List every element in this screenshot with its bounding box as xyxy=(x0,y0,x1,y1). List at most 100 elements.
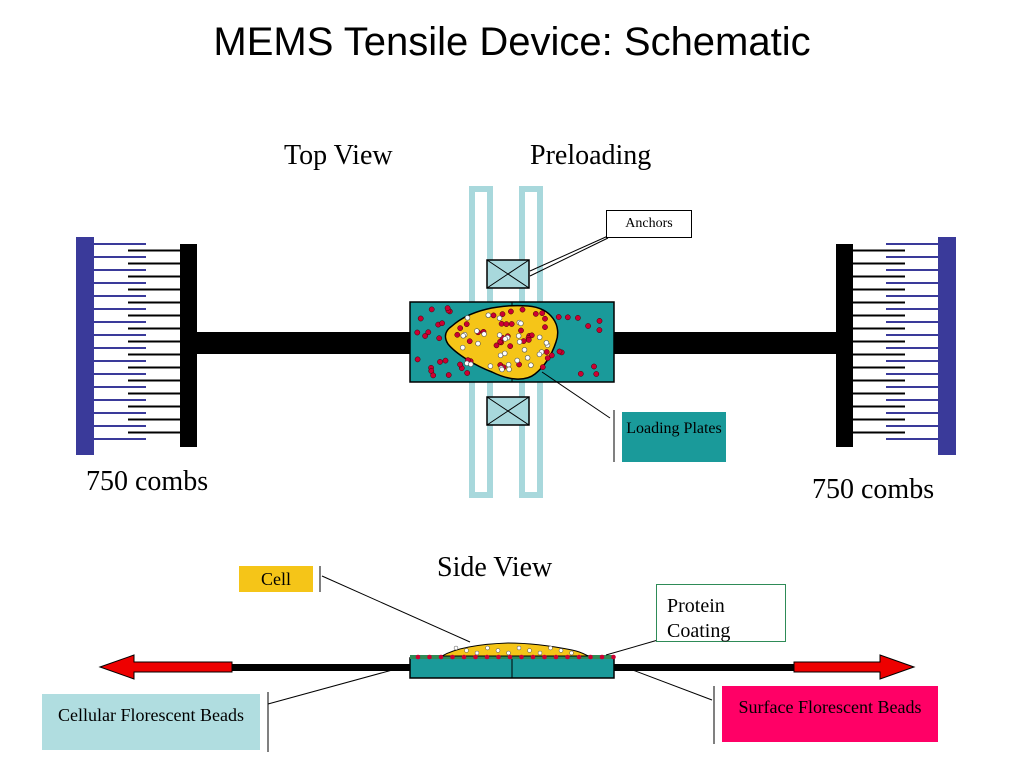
side-surface-bead xyxy=(461,654,467,660)
cell-bead xyxy=(485,312,491,318)
side-cell-bead xyxy=(558,648,564,653)
surface-bead xyxy=(414,356,421,363)
side-view-label: Side View xyxy=(437,552,553,583)
anchors-callout: Anchors xyxy=(606,210,692,238)
surface-bead xyxy=(425,329,432,336)
comb-stator-left xyxy=(76,237,94,455)
surface-bead xyxy=(508,321,515,327)
side-surface-bead xyxy=(565,654,570,660)
cell-bead xyxy=(515,333,522,339)
surface-beads-leader xyxy=(629,668,713,701)
side-cell-bead xyxy=(474,650,480,656)
surface-bead xyxy=(508,308,514,315)
side-surface-bead xyxy=(530,654,536,660)
cell-bead xyxy=(481,331,487,337)
surface-bead xyxy=(503,321,510,327)
side-cell-bead xyxy=(548,645,553,651)
anchors-leader-2 xyxy=(529,237,609,277)
surface-bead xyxy=(577,370,584,377)
surface-bead xyxy=(437,359,443,365)
top-view-label: Top View xyxy=(284,140,393,171)
surface-bead xyxy=(575,315,581,321)
beam-left xyxy=(196,332,412,354)
cell-leader xyxy=(321,575,471,643)
surface-bead xyxy=(464,370,471,376)
anchor-bottom xyxy=(486,396,530,426)
surface-bead xyxy=(444,305,451,311)
side-cell-bead xyxy=(516,645,522,651)
side-surface-bead xyxy=(450,654,455,660)
side-surface-bead xyxy=(519,654,524,660)
cell-callout: Cell xyxy=(239,566,313,592)
side-cell-bead xyxy=(527,648,532,653)
comb-stator-right xyxy=(938,237,956,455)
comb-drive-right xyxy=(853,237,956,455)
surface-bead xyxy=(542,324,548,330)
surface-bead xyxy=(532,311,539,317)
combs-right-label: 750 combs xyxy=(812,474,935,505)
surface-bead xyxy=(519,306,526,313)
side-surface-bead xyxy=(542,654,547,660)
surface-bead xyxy=(544,355,551,361)
surface-bead xyxy=(436,335,443,342)
cellular-beads-callout: Cellular Florescent Beads xyxy=(42,694,260,750)
surface-bead xyxy=(507,343,514,349)
cell-side xyxy=(440,642,589,657)
cell-bead xyxy=(487,363,494,369)
cell-bead xyxy=(496,332,503,338)
cell-bead xyxy=(468,361,474,367)
side-beads xyxy=(415,645,616,660)
surface-bead xyxy=(442,357,449,364)
surface-bead xyxy=(463,321,470,327)
surface-bead xyxy=(454,331,461,338)
cell-bead xyxy=(502,350,508,357)
surface-bead xyxy=(525,337,532,343)
comb-drive-left xyxy=(76,237,180,455)
arrow-right xyxy=(793,654,916,680)
cell-beads xyxy=(460,312,551,373)
anchor-top xyxy=(486,259,530,289)
surface-bead xyxy=(556,348,563,355)
cell-bead xyxy=(536,334,543,340)
side-surface-bead xyxy=(438,654,444,660)
cell-bead xyxy=(514,357,520,364)
cell-bead xyxy=(505,362,512,368)
surface-bead xyxy=(518,327,524,334)
surface-bead xyxy=(414,329,421,336)
surface-bead xyxy=(499,311,506,317)
combs-left-label: 750 combs xyxy=(86,466,209,497)
side-surface-bead xyxy=(415,654,421,660)
arrow-left xyxy=(98,654,233,680)
slide-title: MEMS Tensile Device: Schematic xyxy=(213,20,811,64)
surface-bead xyxy=(548,352,555,359)
surface-bead xyxy=(428,306,435,313)
surface-bead xyxy=(564,314,571,321)
side-cell-bead xyxy=(537,650,543,656)
surface-bead xyxy=(457,325,464,331)
surface-bead xyxy=(417,315,424,322)
side-surface-bead xyxy=(599,654,605,660)
loading-plates xyxy=(409,301,615,383)
cell-bead xyxy=(475,340,481,347)
side-surface-bead xyxy=(553,654,559,660)
surface-bead xyxy=(555,314,562,320)
cell-bead xyxy=(536,351,543,358)
side-surface-bead xyxy=(473,654,478,660)
surface-bead xyxy=(539,310,546,317)
side-surface-bead xyxy=(496,654,501,660)
surface-bead xyxy=(457,361,463,368)
surface-beads-callout: Surface Florescent Beads xyxy=(722,686,938,742)
cell-bead xyxy=(460,333,466,339)
protein-leader xyxy=(605,639,659,656)
cell-bead xyxy=(516,339,523,345)
surface-bead xyxy=(542,315,548,322)
surface-bead xyxy=(498,320,505,327)
surface-bead xyxy=(490,312,497,319)
side-cell-bead xyxy=(569,650,574,656)
side-surface-bead xyxy=(611,654,616,660)
side-cell-bead xyxy=(485,645,490,651)
protein-coating-callout: Protein Coating xyxy=(656,584,786,642)
side-cell-bead xyxy=(506,650,511,656)
